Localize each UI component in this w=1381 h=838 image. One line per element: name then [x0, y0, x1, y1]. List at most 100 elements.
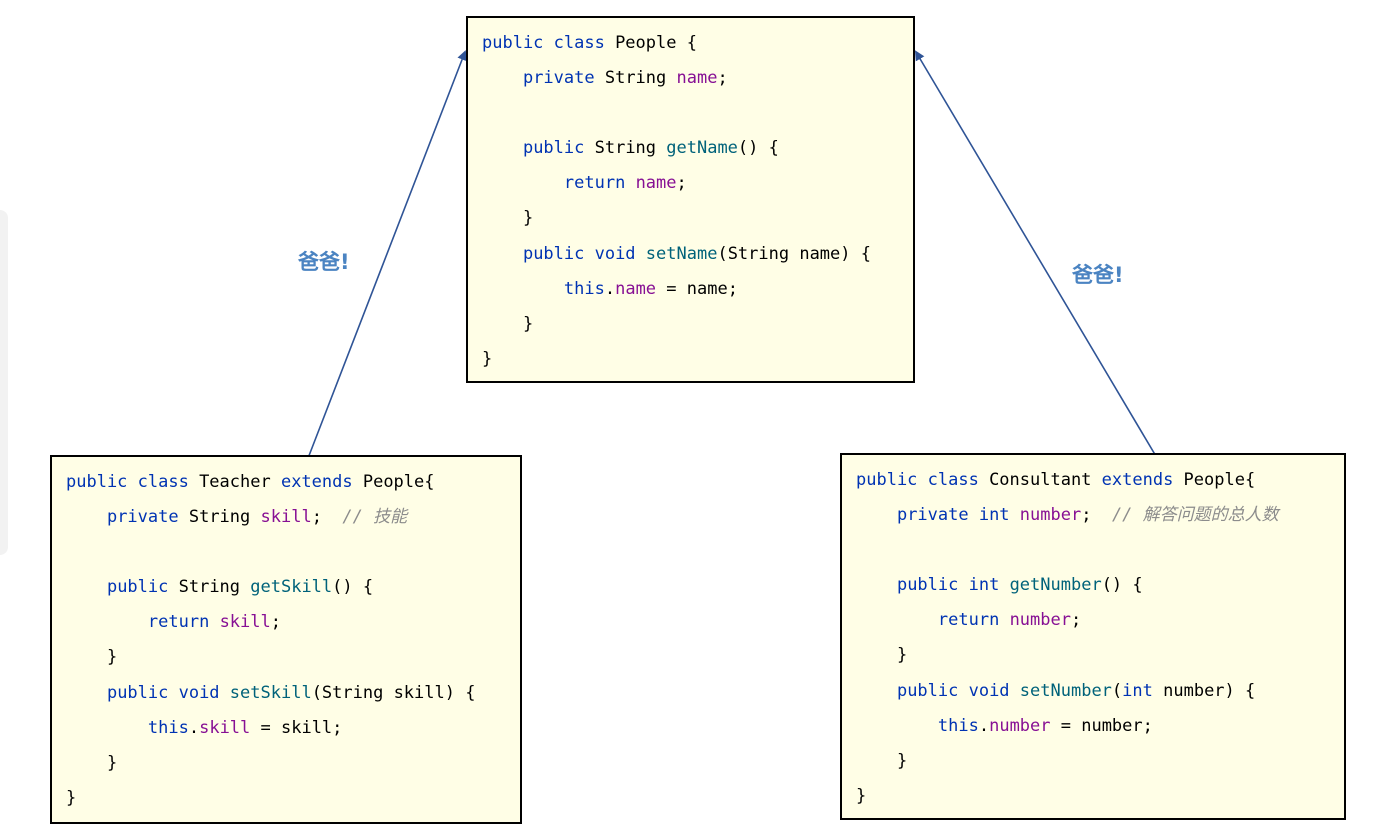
code-token: return — [147, 612, 210, 633]
code-token — [66, 612, 148, 632]
code-token: return — [563, 173, 626, 194]
code-token: . — [604, 278, 616, 299]
code-line: public int getNumber() { — [856, 568, 1344, 603]
code-token: () { — [1101, 575, 1143, 596]
code-token: } — [482, 348, 493, 369]
code-line: public class Teacher extends People{ — [66, 465, 520, 500]
code-token: } — [482, 208, 534, 229]
code-token: ; — [676, 173, 687, 194]
code-line — [482, 96, 913, 131]
code-token: ; — [270, 612, 281, 633]
code-token: number) { — [1152, 680, 1256, 701]
code-line: } — [482, 342, 913, 377]
code-token: } — [856, 785, 867, 806]
code-line: } — [482, 201, 913, 236]
code-line: return number; — [856, 603, 1344, 638]
code-token: setSkill — [229, 682, 312, 703]
code-line: this.skill = skill; — [66, 711, 520, 746]
code-token: number — [1009, 610, 1071, 631]
code-line: } — [66, 746, 520, 781]
code-token: } — [66, 752, 118, 773]
left-edge-shade — [0, 210, 8, 555]
code-token: . — [978, 715, 990, 736]
code-token: skill — [199, 717, 251, 738]
code-token — [66, 507, 107, 527]
code-token: this — [563, 278, 605, 299]
code-token — [66, 718, 148, 738]
code-token: People{ — [352, 472, 435, 492]
code-token: setNumber — [1019, 680, 1112, 701]
code-token: } — [66, 787, 77, 808]
code-token: private int — [896, 505, 1010, 526]
code-token: public — [522, 138, 585, 159]
code-line: } — [856, 779, 1344, 814]
code-token: extends — [1101, 470, 1174, 490]
code-token: } — [482, 313, 534, 334]
code-token: public class — [482, 33, 605, 53]
code-token: this — [147, 717, 189, 738]
code-token: } — [856, 645, 908, 666]
code-token: String — [168, 577, 251, 598]
code-token: name — [635, 173, 677, 194]
code-token — [482, 68, 523, 88]
code-token: setName — [645, 243, 718, 264]
code-token: () { — [737, 138, 779, 159]
code-token: number — [1019, 505, 1082, 526]
code-token: // 技能 — [342, 507, 408, 528]
code-line: } — [66, 640, 520, 675]
code-token: } — [66, 647, 118, 668]
left-father-label: 爸爸! — [298, 250, 350, 274]
code-token: skill — [219, 612, 271, 633]
code-token — [482, 279, 564, 299]
code-token: this — [937, 715, 979, 736]
code-token — [636, 244, 646, 264]
code-token: (String skill) { — [311, 682, 476, 703]
code-token: Consultant — [978, 470, 1102, 490]
code-line: this.number = number; — [856, 709, 1344, 744]
code-token — [856, 716, 938, 736]
code-token: = skill; — [250, 717, 343, 738]
code-token — [856, 505, 897, 525]
code-token — [856, 575, 897, 595]
code-token — [220, 683, 230, 703]
code-line: this.name = name; — [482, 272, 913, 307]
code-token: ; — [717, 68, 728, 89]
code-token: ; — [1070, 610, 1082, 631]
code-token: . — [188, 717, 200, 738]
code-token: String — [584, 138, 667, 159]
code-token: People{ — [1173, 470, 1256, 490]
code-token — [66, 683, 107, 703]
code-token — [1010, 681, 1020, 701]
code-line — [856, 533, 1344, 568]
code-token: ( — [1111, 680, 1123, 701]
code-line: public void setSkill(String skill) { — [66, 676, 520, 711]
code-line — [66, 535, 520, 570]
code-token: public class — [856, 470, 979, 490]
code-token: skill — [260, 507, 312, 528]
code-token: public void — [106, 682, 220, 703]
code-line: } — [66, 781, 520, 816]
code-token: String — [178, 507, 261, 528]
code-line: public String getSkill() { — [66, 570, 520, 605]
code-line: public void setNumber(int number) { — [856, 674, 1344, 709]
code-line: } — [856, 744, 1344, 779]
code-token: name — [676, 68, 718, 89]
code-token: number — [989, 715, 1051, 736]
code-line: return skill; — [66, 605, 520, 640]
code-token: (String name) { — [717, 243, 871, 264]
code-token: private — [522, 68, 595, 89]
code-token: String — [594, 68, 677, 89]
code-token: () { — [332, 577, 374, 598]
code-line: public String getName() { — [482, 131, 913, 166]
code-token: = number; — [1050, 715, 1153, 736]
code-line: public class Consultant extends People{ — [856, 463, 1344, 498]
consultant-class-box: public class Consultant extends People{ … — [840, 453, 1346, 820]
code-line: return name; — [482, 166, 913, 201]
code-token: public class — [66, 472, 189, 492]
code-token — [856, 681, 897, 701]
code-token: public void — [522, 243, 636, 264]
code-token — [482, 138, 523, 158]
code-token — [999, 575, 1009, 595]
code-token: // 解答问题的总人数 — [1111, 505, 1279, 526]
